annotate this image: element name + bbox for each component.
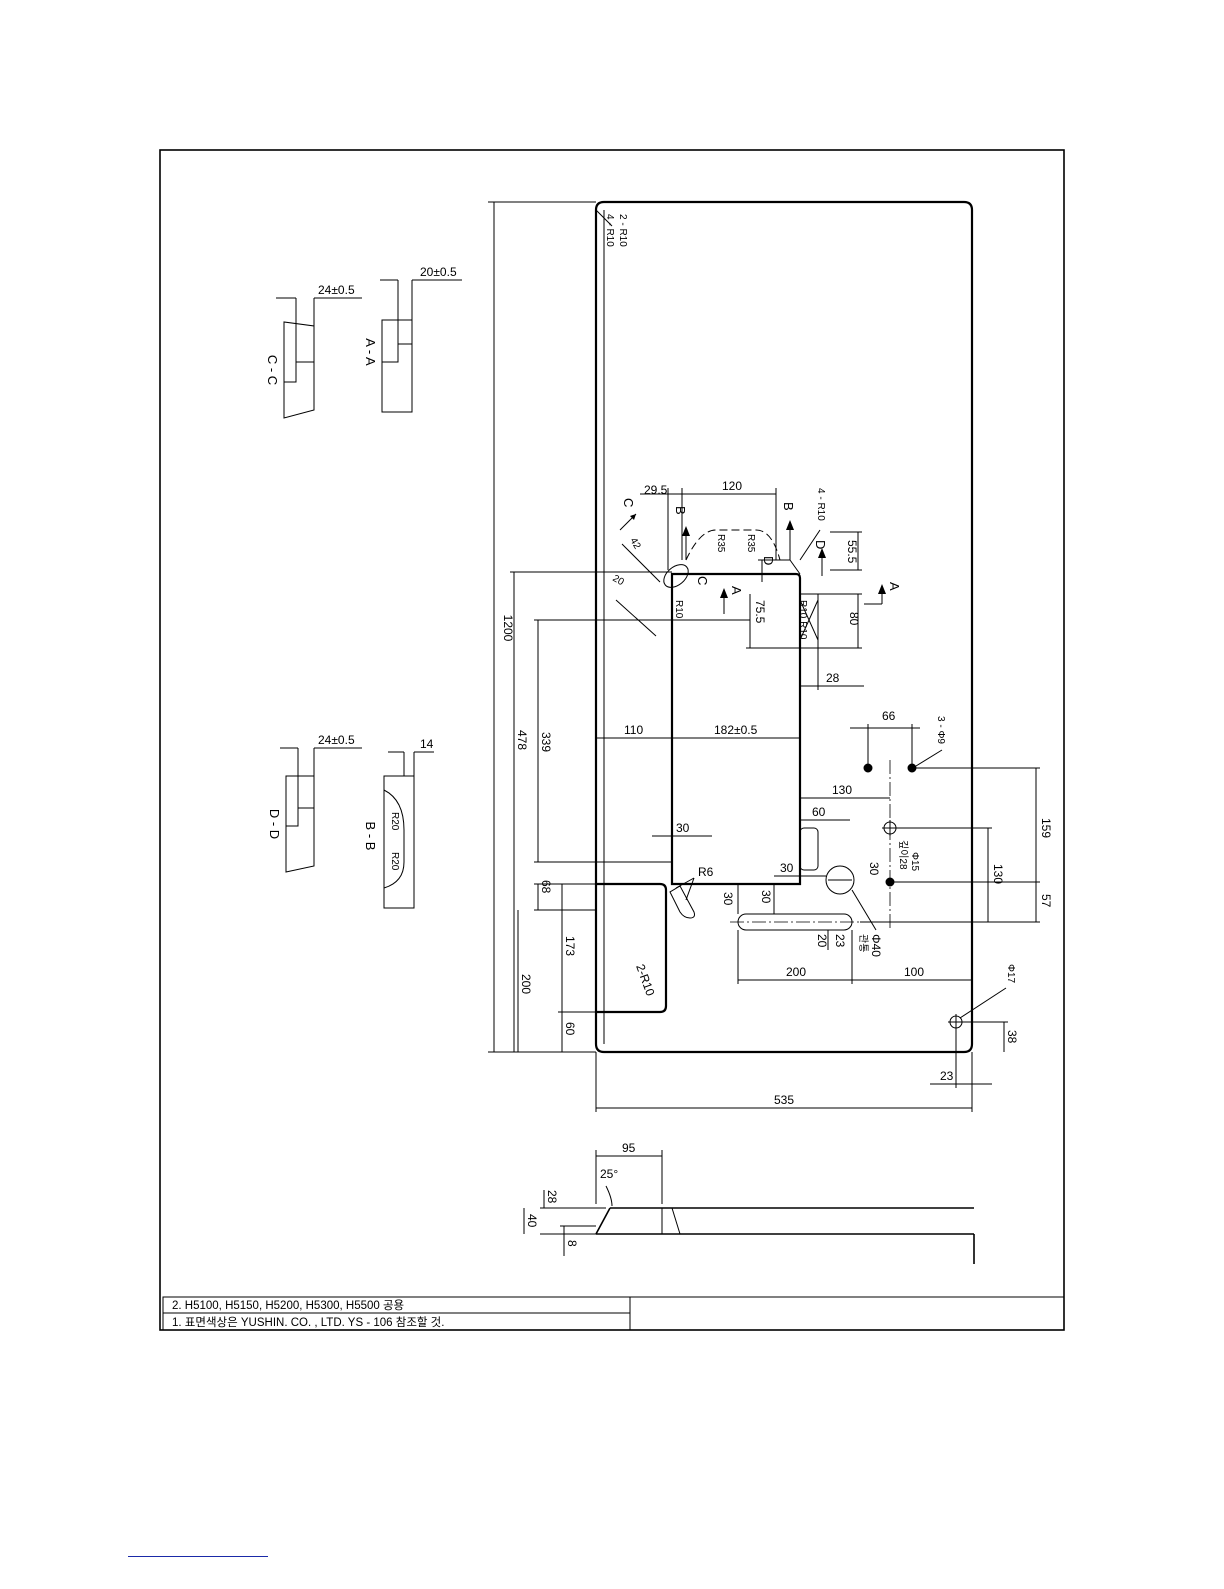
- dim-30d: 30: [867, 862, 881, 876]
- note-1: 1. 표면색상은 YUSHIN. CO. , LTD. YS - 106 참조할…: [172, 1316, 444, 1329]
- dim-38: 38: [1005, 1030, 1019, 1044]
- dim-r10r10: R10 R10: [797, 600, 808, 640]
- dim-corner-b: 4 - R10: [604, 214, 615, 247]
- footer-rule: [128, 1556, 268, 1557]
- dim-20b: 20: [815, 934, 829, 948]
- dim-29-5: 29.5: [644, 483, 668, 497]
- dim-55-5: 55.5: [845, 540, 859, 564]
- section-dd: 24±0.5 D - D: [267, 733, 362, 873]
- dim-phi40: Φ40: [869, 934, 883, 957]
- dim-30a: 30: [676, 821, 690, 835]
- dim-535: 535: [774, 1093, 794, 1107]
- section-markers: C C B B D D A A: [619, 498, 902, 614]
- dimensions: 1200 478 339 68 200 173 60 2-R10 535 23: [488, 201, 1053, 1112]
- section-dd-dim: 24±0.5: [318, 733, 355, 747]
- section-bb-dim: 14: [420, 737, 434, 751]
- side-profile: 95 25° 28 40 8: [523, 1141, 975, 1264]
- section-dd-label: D - D: [267, 809, 282, 839]
- dim-110: 110: [624, 723, 643, 737]
- dim-120: 120: [722, 479, 742, 493]
- dim-4r10: 4 - R10: [815, 488, 826, 521]
- dim-r35a: R35: [715, 534, 726, 553]
- dim-2r10: 2-R10: [633, 962, 657, 998]
- dim-r6: R6: [698, 865, 714, 879]
- dim-159: 159: [1039, 818, 1053, 838]
- marker-b2: B: [781, 502, 796, 511]
- dim-60v: 60: [563, 1022, 577, 1036]
- dim-100: 100: [904, 965, 924, 979]
- dim-339: 339: [539, 732, 553, 752]
- dim-173: 173: [563, 936, 577, 956]
- dim-42: 42: [627, 536, 642, 552]
- dim-r35b: R35: [745, 534, 756, 553]
- dim-75-5: 75.5: [753, 600, 767, 624]
- marker-c1: C: [621, 498, 636, 507]
- section-aa: 20±0.5 A - A: [363, 265, 462, 413]
- dim-28s: 28: [545, 1190, 559, 1204]
- section-bb-r1: R20: [389, 812, 400, 831]
- section-aa-label: A - A: [363, 338, 378, 366]
- dim-r10: R10: [673, 600, 684, 619]
- marker-d2: D: [761, 556, 776, 565]
- section-bb-r2: R20: [389, 852, 400, 871]
- marker-d1: D: [813, 540, 828, 549]
- dim-20: 20: [611, 573, 627, 588]
- dim-57: 57: [1039, 894, 1053, 908]
- dim-corner-a: 2 - R10: [617, 214, 628, 247]
- dim-kal: 깊이28: [897, 840, 909, 870]
- dim-30b: 30: [721, 892, 735, 906]
- dim-28: 28: [826, 671, 840, 685]
- section-cc-label: C - C: [265, 355, 280, 385]
- dim-182: 182±0.5: [714, 723, 758, 737]
- dim-23a: 23: [833, 934, 847, 948]
- table-top-plan: 2 - R10 4 - R10: [594, 200, 974, 1054]
- marker-c2: C: [695, 576, 710, 585]
- dim-478: 478: [515, 730, 529, 750]
- dim-phi17: Φ17: [1005, 964, 1016, 984]
- section-cc: 24±0.5 C - C: [265, 283, 362, 419]
- dim-phi15: Φ15: [909, 852, 920, 872]
- notes-table: 2. H5100, H5150, H5200, H5300, H5500 공용 …: [162, 1296, 1064, 1331]
- dim-25deg: 25°: [600, 1167, 618, 1181]
- section-aa-dim: 20±0.5: [420, 265, 457, 279]
- dim-130v: 130: [991, 864, 1005, 884]
- marker-b1: B: [673, 506, 688, 515]
- dim-200v: 200: [519, 974, 533, 994]
- dim-80: 80: [847, 612, 861, 626]
- note-2: 2. H5100, H5150, H5200, H5300, H5500 공용: [172, 1299, 404, 1312]
- dim-68: 68: [539, 880, 553, 894]
- dim-30c: 30: [759, 890, 773, 904]
- dim-200h: 200: [786, 965, 806, 979]
- section-cc-dim: 24±0.5: [318, 283, 355, 297]
- dim-3phi9: 3 - Φ9: [935, 716, 946, 744]
- dim-kwantong: 관통: [857, 934, 869, 952]
- dim-130h: 130: [832, 783, 852, 797]
- section-bb-label: B - B: [363, 822, 378, 851]
- dim-66: 66: [882, 709, 896, 723]
- dim-60: 60: [812, 805, 826, 819]
- section-bb: 14 R20 R20 B - B: [363, 737, 434, 909]
- marker-a1: A: [729, 586, 744, 595]
- dim-1200: 1200: [501, 615, 515, 642]
- marker-a2: A: [887, 582, 902, 591]
- dim-23b: 23: [940, 1069, 954, 1083]
- dim-40: 40: [525, 1214, 539, 1228]
- dim-30e: 30: [780, 861, 794, 875]
- dim-95: 95: [622, 1141, 636, 1155]
- dim-8: 8: [565, 1240, 579, 1247]
